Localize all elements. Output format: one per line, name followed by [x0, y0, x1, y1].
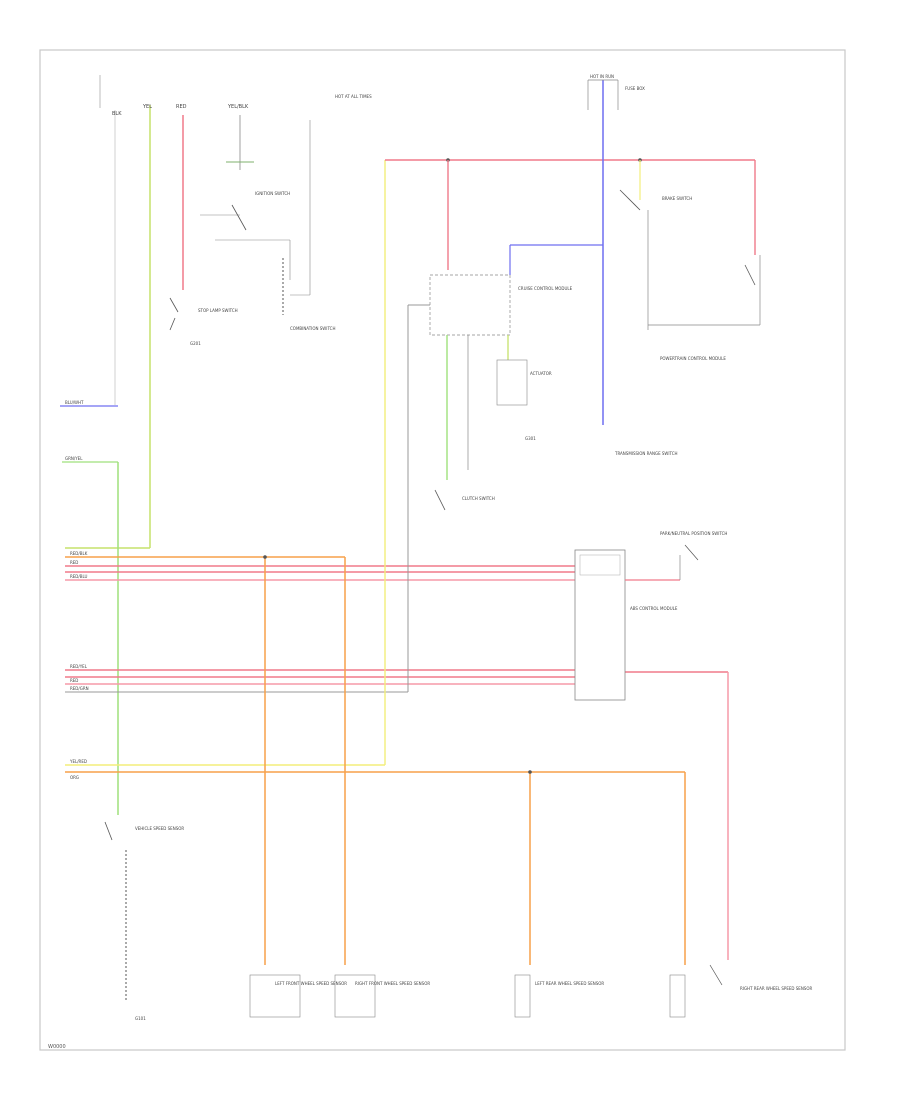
top-right-wiring: [385, 79, 761, 511]
label-top-left-3: RED: [176, 104, 187, 110]
label-top-left-4: YEL/BLK: [227, 104, 249, 110]
label-yellow-row: YEL/RED: [69, 759, 87, 764]
label-bottom-left-ground: G101: [135, 1016, 146, 1021]
label-pink-row-3: RED/GRN: [70, 686, 89, 691]
bus-row-group-1: [65, 556, 575, 581]
abs-control-module: [574, 544, 699, 701]
label-bottom-sensor-1: LEFT FRONT WHEEL SPEED SENSOR: [275, 981, 347, 986]
label-red-row-2: RED: [70, 560, 78, 565]
label-center-ground: G301: [525, 436, 536, 441]
bus-row-group-2: [65, 669, 575, 693]
bottom-sensors: [249, 964, 723, 1018]
diagram-labels: BLK YEL RED YEL/BLK HOT AT ALL TIMES IGN…: [65, 74, 812, 1021]
label-red-row-1: RED/BLK: [70, 551, 88, 556]
label-bottom-sensor-2: RIGHT FRONT WHEEL SPEED SENSOR: [355, 981, 430, 986]
cruise-module-box: [429, 274, 511, 336]
footer-code: W0000: [48, 1044, 66, 1050]
label-hot-in-run: HOT IN RUN: [590, 74, 614, 79]
label-orange-row: ORG: [70, 775, 79, 780]
label-top-left-1: BLK: [112, 111, 122, 117]
actuator-box: [496, 359, 528, 406]
sensor-box-4: [669, 974, 686, 1018]
top-left-wiring: [65, 75, 311, 549]
sensor-box-2: [334, 974, 376, 1018]
label-bottom-sensor-4: RIGHT REAR WHEEL SPEED SENSOR: [740, 986, 812, 991]
label-hot-at-all-times: HOT AT ALL TIMES: [335, 94, 372, 99]
label-ground-left: G201: [190, 341, 201, 346]
left-side-wiring: [60, 405, 119, 815]
label-right-module: ABS CONTROL MODULE: [630, 606, 678, 611]
label-mid-right-note: TRANSMISSION RANGE SWITCH: [614, 451, 678, 456]
label-stop-lamp: STOP LAMP SWITCH: [198, 308, 238, 313]
vertical-drops: [263, 160, 729, 965]
sensor-box-3: [514, 974, 531, 1018]
label-ignition-switch: IGNITION SWITCH: [255, 191, 290, 196]
label-right-top-switch: PARK/NEUTRAL POSITION SWITCH: [660, 531, 727, 536]
label-green-left: GRN/YEL: [65, 456, 83, 461]
label-pcm-module: POWERTRAIN CONTROL MODULE: [660, 356, 726, 361]
label-fuse-box: FUSE BOX: [625, 86, 645, 91]
bus-row-group-3: [65, 764, 685, 773]
label-brake-switch: BRAKE SWITCH: [662, 196, 692, 201]
diagram-frame: [39, 49, 846, 1051]
sensor-box-1: [249, 974, 301, 1018]
label-top-left-2: YEL: [142, 104, 152, 110]
label-bottom-sensor-3: LEFT REAR WHEEL SPEED SENSOR: [535, 981, 604, 986]
label-blue-left: BLU/WHT: [65, 400, 84, 405]
label-actuator: ACTUATOR: [530, 371, 552, 376]
label-pink-row-1: RED/YEL: [70, 664, 88, 669]
label-red-row-3: RED/BLU: [70, 574, 88, 579]
label-bottom-left-module: VEHICLE SPEED SENSOR: [135, 826, 184, 831]
label-cruise-module: CRUISE CONTROL MODULE: [518, 286, 573, 291]
label-combination-switch: COMBINATION SWITCH: [290, 326, 335, 331]
label-pink-row-2: RED: [70, 678, 78, 683]
label-clutch-switch: CLUTCH SWITCH: [462, 496, 495, 501]
bottom-left-wiring: [104, 821, 127, 1000]
